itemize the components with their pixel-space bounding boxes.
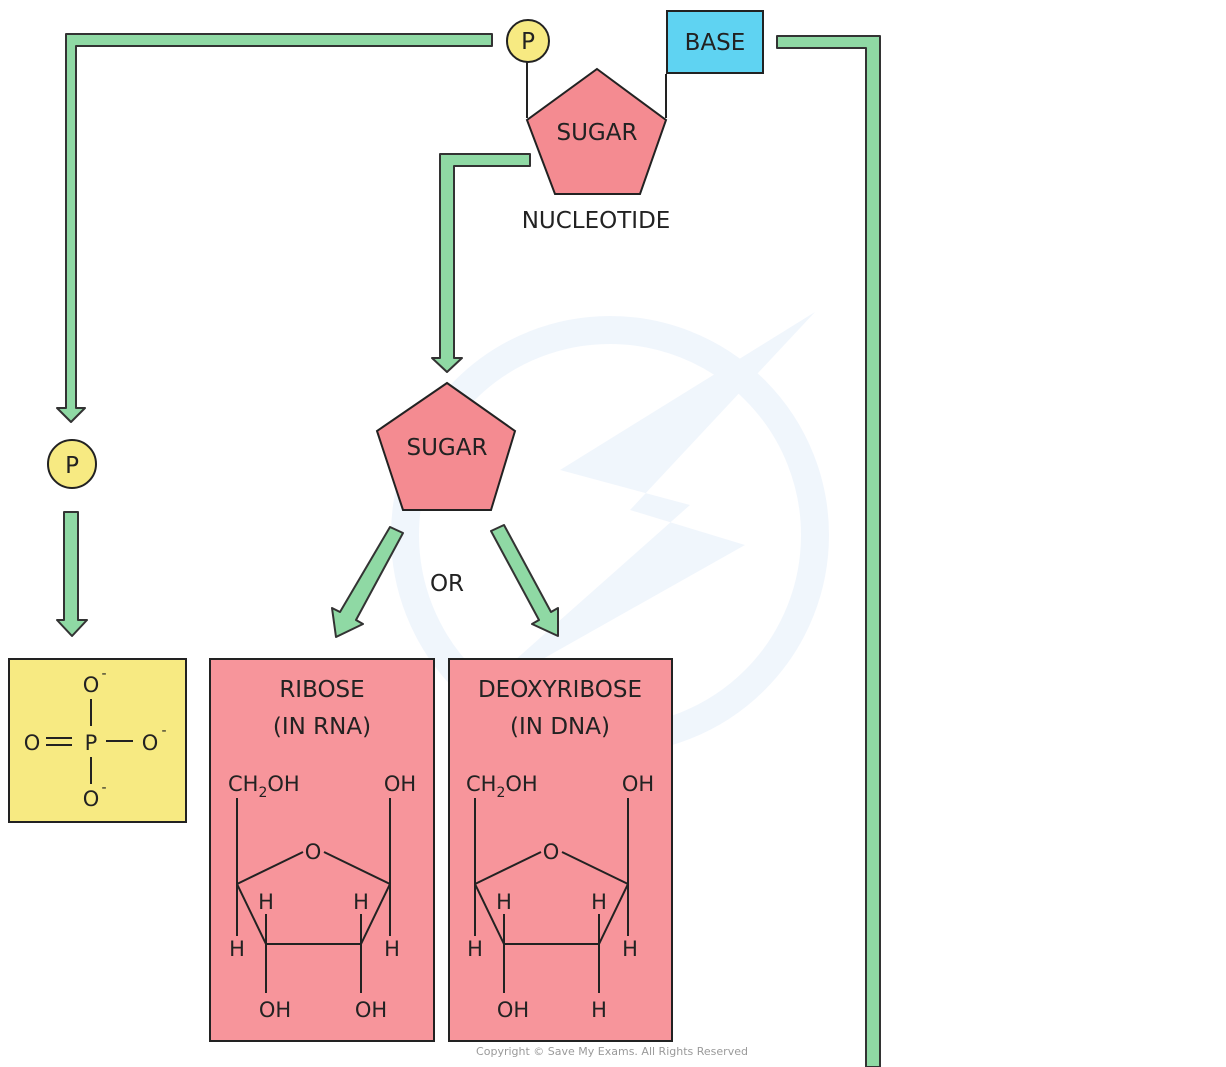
ribose-bottom-left-oh: OH bbox=[259, 998, 291, 1022]
deoxyribose-inner-left-h: H bbox=[496, 890, 512, 914]
deoxyribose-ch2oh: CH2OH bbox=[466, 772, 538, 801]
nucleotide-base-box bbox=[666, 10, 764, 74]
or-text: OR bbox=[430, 571, 464, 597]
arrow-to-ribose bbox=[331, 526, 404, 638]
nucleotide-phosphate-circle bbox=[506, 19, 550, 63]
phosphate-circle-label: P bbox=[65, 453, 79, 479]
phosphate-right-charge: - bbox=[161, 723, 166, 739]
deoxyribose-bottom-right-h: H bbox=[591, 998, 607, 1022]
ribose-subtitle: (IN RNA) bbox=[273, 714, 371, 740]
deoxyribose-subtitle: (IN DNA) bbox=[510, 714, 610, 740]
ribose-inner-left-h: H bbox=[258, 890, 274, 914]
phosphate-right-oxygen: O bbox=[142, 731, 159, 755]
nucleotide-caption: NUCLEOTIDE bbox=[522, 208, 671, 234]
ribose-bottom-right-oh: OH bbox=[355, 998, 387, 1022]
phosphate-left-oxygen: O bbox=[24, 731, 41, 755]
nucleotide-sugar-pentagon bbox=[525, 67, 668, 195]
phosphate-center-atom: P bbox=[85, 731, 98, 755]
phosphate-circle bbox=[47, 439, 97, 489]
deoxyribose-inner-right-h: H bbox=[591, 890, 607, 914]
nucleotide-phosphate-label: P bbox=[521, 29, 535, 55]
ribose-outer-right-h: H bbox=[384, 937, 400, 961]
phosphate-top-charge: - bbox=[101, 666, 106, 682]
arrow-phosphate-to-structure bbox=[56, 511, 88, 637]
deoxyribose-card: DEOXYRIBOSE (IN DNA) CH2OH OH O H H H H … bbox=[448, 658, 673, 1042]
phosphate-structure-box bbox=[8, 658, 187, 823]
copyright-notice: Copyright © Save My Exams. All Rights Re… bbox=[476, 1045, 748, 1058]
deoxyribose-outer-right-h: H bbox=[622, 937, 638, 961]
deoxyribose-title: DEOXYRIBOSE bbox=[478, 677, 642, 703]
phosphate-top-oxygen: O bbox=[83, 673, 100, 697]
phosphate-bottom-charge: - bbox=[101, 780, 106, 796]
sugar-pentagon bbox=[375, 381, 517, 511]
deoxyribose-outer-left-h: H bbox=[467, 937, 483, 961]
deoxyribose-bottom-left-oh: OH bbox=[497, 998, 529, 1022]
ribose-outer-left-h: H bbox=[229, 937, 245, 961]
arrow-to-deoxyribose bbox=[490, 524, 559, 637]
phosphate-bottom-oxygen: O bbox=[83, 787, 100, 811]
deoxyribose-ring-oxygen: O bbox=[543, 840, 560, 864]
ribose-ch2oh: CH2OH bbox=[228, 772, 300, 801]
ribose-top-right-oh: OH bbox=[384, 772, 416, 796]
ribose-card: RIBOSE (IN RNA) CH2OH OH O H H H H OH OH bbox=[209, 658, 435, 1042]
arrow-from-base bbox=[776, 35, 881, 1067]
arrow-to-phosphate bbox=[56, 33, 493, 423]
arrow-to-sugar bbox=[431, 153, 531, 373]
nucleotide-base-label: BASE bbox=[685, 30, 746, 56]
sugar-label: SUGAR bbox=[407, 435, 488, 461]
ribose-inner-right-h: H bbox=[353, 890, 369, 914]
deoxyribose-top-right-oh: OH bbox=[622, 772, 654, 796]
nucleotide-sugar-label: SUGAR bbox=[557, 120, 638, 146]
ribose-title: RIBOSE bbox=[279, 677, 364, 703]
phosphate-structure: O - O P O - O - bbox=[8, 658, 187, 823]
ribose-ring-oxygen: O bbox=[305, 840, 322, 864]
